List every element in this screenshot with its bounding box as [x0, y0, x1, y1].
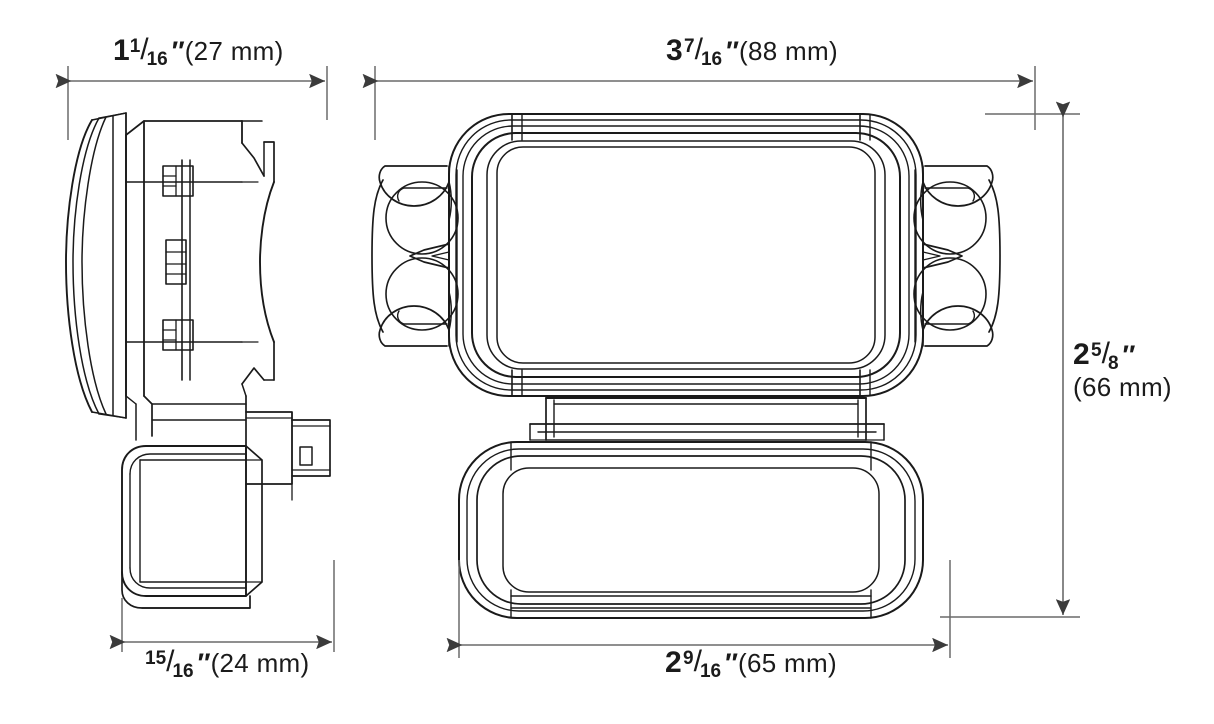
side-view-group — [65, 112, 331, 609]
front-view-group — [371, 113, 1001, 619]
dimension-label-front-height-right: 2 5/8″ (66 mm) — [1073, 337, 1172, 402]
dim-whole-number: 2 — [665, 646, 682, 679]
dim-fraction: 5/8 — [1091, 337, 1119, 374]
dim-front-height-right — [940, 101, 1080, 618]
clip-arm-right — [913, 165, 1001, 347]
dim-fraction: 1/16 — [129, 33, 168, 70]
inch-mark: ″ — [1122, 340, 1136, 370]
metric-value: (88 mm) — [739, 36, 838, 66]
dim-front-width-top — [362, 66, 1036, 140]
inch-mark: ″ — [171, 36, 185, 66]
dim-fraction: 9/16 — [683, 645, 722, 682]
metric-value: (27 mm) — [184, 36, 284, 66]
dimension-label-front-width-bottom: 2 9/16″(65 mm) — [665, 645, 837, 682]
drawing-geometry — [65, 112, 1001, 619]
metric-value: (65 mm) — [738, 648, 837, 678]
hinge-bar — [529, 397, 885, 441]
metric-value: (66 mm) — [1073, 372, 1172, 402]
dimension-annotations — [55, 66, 1080, 658]
dim-fraction: 7/16 — [684, 33, 723, 70]
dim-line-imperial: 2 5/8″ — [1073, 337, 1172, 374]
metric-value: (24 mm) — [210, 648, 310, 678]
inch-mark: ″ — [197, 648, 211, 678]
dim-whole-number: 1 — [113, 34, 130, 67]
dimension-label-front-width-top: 3 7/16″(88 mm) — [666, 33, 838, 70]
inch-mark: ″ — [725, 648, 739, 678]
dim-side-width-bottom — [109, 560, 335, 652]
inch-mark: ″ — [726, 36, 740, 66]
dim-whole-number: 2 — [1073, 338, 1090, 371]
dimension-label-side-width-top: 11/16″(27 mm) — [113, 33, 284, 70]
dim-whole-number: 3 — [666, 34, 683, 67]
dim-fraction: 15/16 — [145, 645, 194, 682]
clip-arm-left — [371, 165, 459, 347]
dim-front-width-bottom — [446, 560, 951, 658]
dimension-label-side-width-bottom: 15/16″(24 mm) — [145, 645, 310, 682]
dim-side-width-top — [55, 66, 328, 140]
